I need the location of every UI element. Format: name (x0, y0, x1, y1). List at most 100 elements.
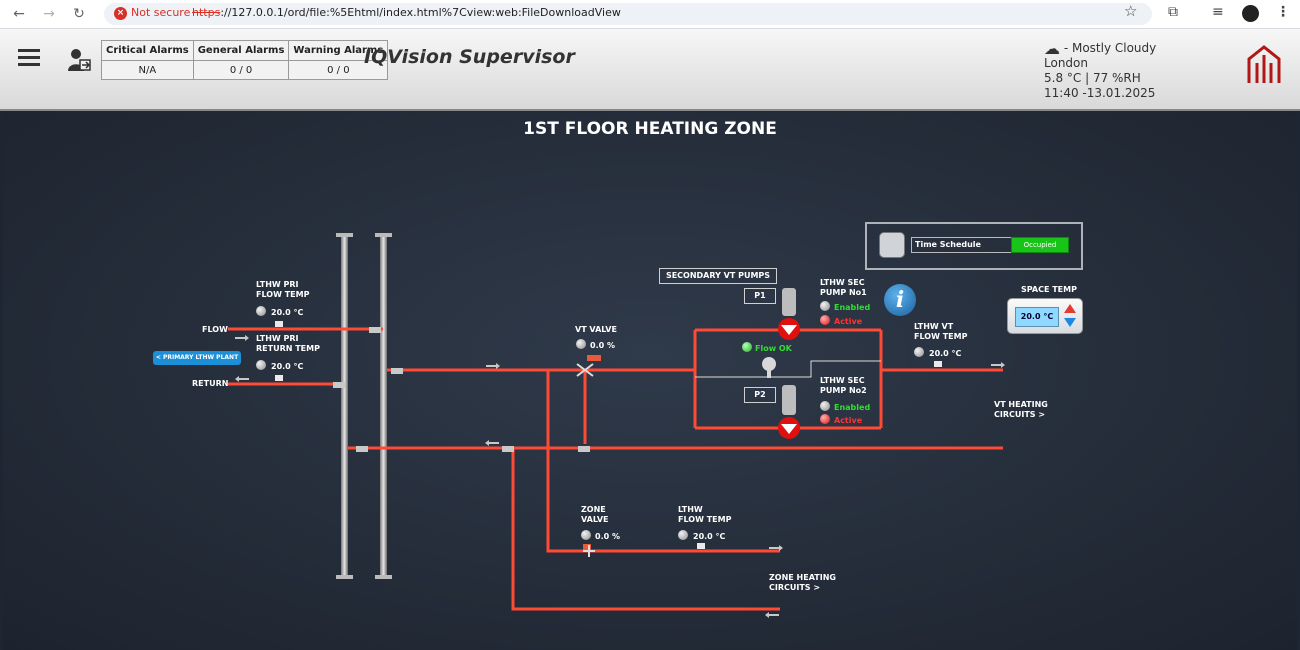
reload-icon[interactable]: ↻ (73, 6, 85, 22)
flow-arrow (769, 545, 783, 551)
setpoint-down-icon[interactable] (1064, 318, 1076, 327)
pump1-enabled-status: Enabled (834, 303, 871, 312)
return-arrow (235, 376, 249, 382)
vt-valve-status-icon (576, 339, 586, 349)
calendar-icon[interactable] (879, 232, 905, 258)
pump2-active-icon (820, 414, 830, 424)
warning-alarms-value: 0 / 0 (288, 60, 389, 80)
browser-menu-icon[interactable]: ⋮ (1276, 4, 1290, 20)
return-arrow (485, 440, 499, 446)
alarm-summary-table[interactable]: Critical Alarms General Alarms Warning A… (101, 40, 389, 80)
general-alarms-header[interactable]: General Alarms (192, 40, 290, 61)
time-schedule-label[interactable]: Time Schedule (911, 237, 1012, 253)
back-icon[interactable]: ← (13, 6, 25, 22)
lthw-flow-temp-value[interactable]: 20.0 °C (693, 532, 726, 541)
critical-alarms-header[interactable]: Critical Alarms (101, 40, 194, 61)
pump-p1-label: P1 (744, 288, 776, 304)
media-control-icon[interactable]: ≡ (1212, 4, 1224, 20)
app-header: Critical Alarms General Alarms Warning A… (0, 29, 1300, 111)
flow-arrow (991, 362, 1005, 368)
pump2-enabled-status: Enabled (834, 403, 871, 412)
flow-arrow (235, 335, 249, 341)
pump1-active-status: Active (834, 317, 863, 326)
flow-label: FLOW (202, 325, 228, 334)
not-secure-icon: × (114, 7, 127, 20)
lthw-flow-temp-status-icon (678, 530, 688, 540)
flow-ok-status: Flow OK (755, 344, 792, 353)
url-text[interactable]: https://127.0.0.1/ord/file:%5Ehtml/index… (192, 6, 621, 19)
company-logo-icon (1247, 45, 1281, 83)
weather-city: London (1044, 56, 1088, 70)
zone-title: 1ST FLOOR HEATING ZONE (523, 119, 777, 139)
space-temp-value: 20.0 °C (1015, 307, 1059, 327)
pump1-active-icon (820, 315, 830, 325)
flow-switch-symbol (762, 357, 776, 378)
vt-valve-symbol[interactable] (576, 355, 601, 377)
extensions-icon[interactable]: ⧉ (1168, 4, 1178, 20)
return-temp-sensor (275, 375, 283, 381)
weather-datetime: 11:40 -13.01.2025 (1044, 86, 1156, 100)
weather-condition: - Mostly Cloudy (1063, 41, 1157, 55)
return-label: RETURN (192, 379, 229, 388)
critical-alarms-value: N/A (101, 60, 194, 80)
weather-widget: ☁ - Mostly Cloudy London 5.8 °C | 77 %RH… (1044, 41, 1156, 101)
vt-flow-temp-status-icon (914, 347, 924, 357)
flow-temp-sensor (275, 321, 283, 327)
menu-icon[interactable] (18, 49, 40, 70)
user-logout-icon[interactable] (66, 47, 92, 73)
flow-arrow (486, 363, 500, 369)
pump-p2-symbol[interactable] (778, 385, 800, 439)
setpoint-up-icon[interactable] (1064, 304, 1076, 313)
general-alarms-value: 0 / 0 (192, 60, 290, 80)
profile-avatar-icon[interactable] (1242, 5, 1259, 22)
pump-p1-symbol[interactable] (778, 288, 800, 340)
weather-readings: 5.8 °C | 77 %RH (1044, 71, 1141, 85)
browser-toolbar: ← → ↻ × Not secure https://127.0.0.1/ord… (0, 0, 1300, 29)
url-scheme: https (192, 6, 221, 19)
pri-return-temp-status-icon (256, 360, 266, 370)
vt-flow-temp-value[interactable]: 20.0 °C (929, 349, 962, 358)
space-temp-label: SPACE TEMP (1021, 285, 1077, 294)
pump-p2-label: P2 (744, 387, 776, 403)
return-header-pipe (380, 233, 387, 579)
security-label[interactable]: Not secure (131, 6, 191, 19)
pri-flow-temp-status-icon (256, 306, 266, 316)
zone-valve-symbol[interactable] (583, 544, 595, 557)
vt-flow-temp-sensor (934, 361, 942, 367)
occupancy-status: Occupied (1011, 237, 1069, 253)
flow-ok-icon (742, 342, 752, 352)
return-arrow (765, 612, 779, 618)
address-bar[interactable]: × Not secure https://127.0.0.1/ord/file:… (104, 3, 1152, 25)
heating-pipes (228, 327, 1003, 611)
space-temp-thermostat[interactable]: 20.0 °C (1007, 298, 1083, 334)
warning-alarms-header[interactable]: Warning Alarms (288, 40, 389, 61)
pri-flow-temp-value[interactable]: 20.0 °C (271, 308, 304, 317)
zone-valve-status-icon (581, 530, 591, 540)
pump2-enabled-icon (820, 401, 830, 411)
zone-valve-value[interactable]: 0.0 % (595, 532, 620, 541)
info-icon[interactable]: i (884, 284, 916, 316)
pump2-active-status: Active (834, 416, 863, 425)
pump1-enabled-icon (820, 301, 830, 311)
pri-return-temp-value[interactable]: 20.0 °C (271, 362, 304, 371)
app-title: IQVision Supervisor (364, 46, 575, 68)
pipework-diagram (228, 233, 1005, 618)
lthw-flow-temp-sensor (697, 543, 705, 549)
forward-icon[interactable]: → (43, 6, 55, 22)
url-rest: ://127.0.0.1/ord/file:%5Ehtml/index.html… (220, 6, 621, 19)
secondary-vt-pumps-label: SECONDARY VT PUMPS (659, 268, 777, 284)
vt-valve-value[interactable]: 0.0 % (590, 341, 615, 350)
schematic-canvas: 1ST FLOOR HEATING ZONE FLOW RETURN < PRI… (3, 111, 1297, 650)
cloudy-icon: ☁ (1044, 39, 1060, 58)
primary-lthw-plant-button[interactable]: < PRIMARY LTHW PLANT (153, 351, 241, 365)
vt-valve-label: VT VALVE (575, 325, 617, 334)
bookmark-star-icon[interactable]: ☆ (1124, 2, 1138, 20)
